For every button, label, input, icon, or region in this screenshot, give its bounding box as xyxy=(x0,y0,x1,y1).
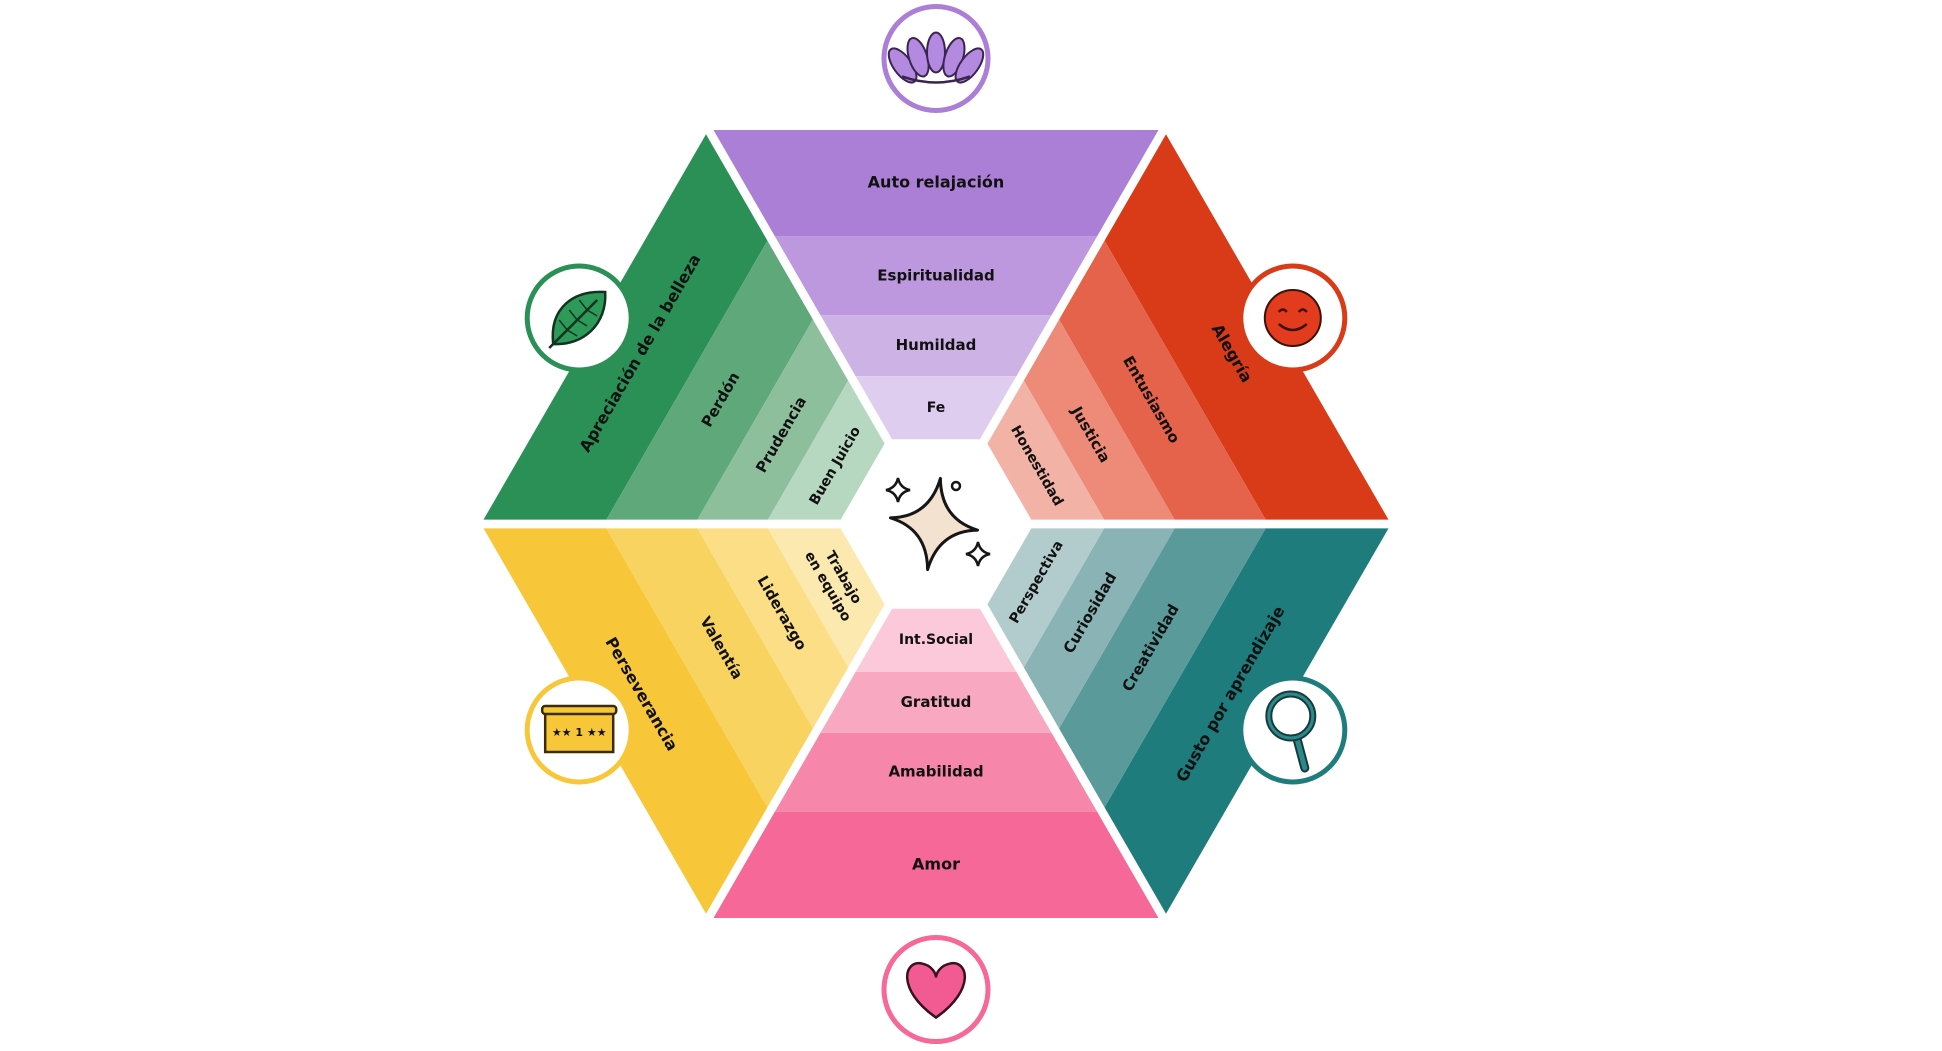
band-humanidad-amor-3 xyxy=(855,608,1017,672)
badge-label: ★★ 1 ★★ xyxy=(552,726,607,739)
sector-humanidad-amor xyxy=(713,608,1159,919)
band-humanidad-alegria-3 xyxy=(987,380,1105,520)
band-coraje-3 xyxy=(767,528,885,668)
icons-layer: ★★ 1 ★★ xyxy=(524,3,1348,1045)
band-coraje-1 xyxy=(606,528,813,808)
heart-icon xyxy=(881,935,991,1045)
band-humanidad-amor-1 xyxy=(774,732,1098,812)
leaf-icon xyxy=(524,263,634,373)
band-conocimiento-2 xyxy=(1023,528,1175,729)
band-trascendencia-2 xyxy=(820,315,1052,377)
band-label-humanidad-amor-1: Amabilidad xyxy=(888,763,983,781)
band-label-humanidad-amor-0: Amor xyxy=(912,854,960,873)
band-label-trascendencia-1: Espiritualidad xyxy=(877,266,994,284)
sparkles-icon xyxy=(885,476,991,572)
award-badge-icon: ★★ 1 ★★ xyxy=(524,675,634,785)
band-templanza-2 xyxy=(697,319,849,520)
band-templanza-3 xyxy=(767,380,885,520)
band-trascendencia-3 xyxy=(855,376,1017,440)
center-layer xyxy=(885,476,991,572)
lotus-icon xyxy=(881,3,991,113)
band-humanidad-amor-0 xyxy=(713,811,1159,919)
band-conocimiento-1 xyxy=(1059,528,1266,808)
band-humanidad-alegria-1 xyxy=(1059,240,1266,520)
band-trascendencia-0 xyxy=(713,129,1159,237)
smiley-face-icon xyxy=(1238,263,1348,373)
band-label-trascendencia-0: Auto relajación xyxy=(868,173,1005,192)
band-label-humanidad-amor-2: Gratitud xyxy=(901,693,972,711)
band-label-trascendencia-3: Fe xyxy=(927,400,946,416)
band-humanidad-amor-2 xyxy=(820,671,1052,733)
band-label-humanidad-amor-3: Int.Social xyxy=(899,632,973,648)
magnifier-icon xyxy=(1238,675,1348,785)
band-coraje-2 xyxy=(697,528,849,729)
sector-coraje xyxy=(483,528,885,914)
band-conocimiento-3 xyxy=(987,528,1105,668)
band-trascendencia-1 xyxy=(774,236,1098,316)
sector-trascendencia xyxy=(713,129,1159,440)
band-templanza-1 xyxy=(606,240,813,520)
band-humanidad-alegria-2 xyxy=(1023,319,1175,520)
band-label-trascendencia-2: Humildad xyxy=(896,336,977,354)
